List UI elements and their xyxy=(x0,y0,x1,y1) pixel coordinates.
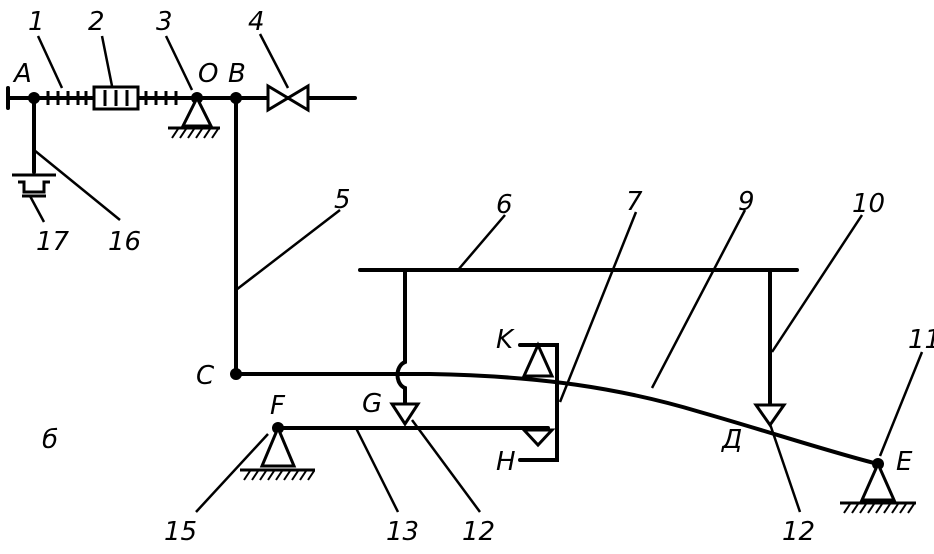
support-f xyxy=(259,424,297,468)
label-4: 4 xyxy=(248,7,265,37)
point-label-h: H xyxy=(496,447,516,477)
label-5: 5 xyxy=(334,185,351,215)
support-o xyxy=(180,94,214,128)
label-10: 10 xyxy=(852,189,885,219)
figure-label: б xyxy=(42,425,58,455)
coupling-box xyxy=(92,85,140,111)
rod-to-g xyxy=(395,268,407,404)
pedal-17-icon xyxy=(12,173,56,198)
shaft-hatching xyxy=(46,91,178,105)
label-17: 17 xyxy=(36,227,70,257)
point-label-k: K xyxy=(496,325,515,355)
label-12-right: 12 xyxy=(782,517,815,547)
label-9: 9 xyxy=(738,187,755,217)
point-label-a: A xyxy=(12,59,32,89)
leader-lines xyxy=(28,33,924,513)
label-2: 2 xyxy=(88,7,105,37)
support-e xyxy=(859,460,897,502)
label-3: 3 xyxy=(156,7,173,37)
curve-9 xyxy=(234,372,880,466)
label-15: 15 xyxy=(164,517,197,547)
point-label-o: O xyxy=(198,59,218,89)
point-label-g: G xyxy=(362,389,382,419)
stop-k-icon xyxy=(521,341,555,378)
label-6: 6 xyxy=(496,190,513,220)
label-12-left: 12 xyxy=(462,517,495,547)
stop-g-icon xyxy=(389,402,421,427)
point-label-e: E xyxy=(896,447,913,477)
stop-h-icon xyxy=(520,428,556,448)
point-label-b: B xyxy=(228,59,246,89)
point-label-c: C xyxy=(196,361,215,391)
point-label-d: Д xyxy=(721,425,742,455)
valve-icon xyxy=(266,83,310,113)
label-16: 16 xyxy=(108,227,141,257)
label-1: 1 xyxy=(28,7,45,37)
label-13: 13 xyxy=(386,517,419,547)
stop-d-icon xyxy=(753,403,787,428)
label-7: 7 xyxy=(626,187,643,217)
point-label-f: F xyxy=(270,391,286,421)
label-11: 11 xyxy=(908,325,934,355)
